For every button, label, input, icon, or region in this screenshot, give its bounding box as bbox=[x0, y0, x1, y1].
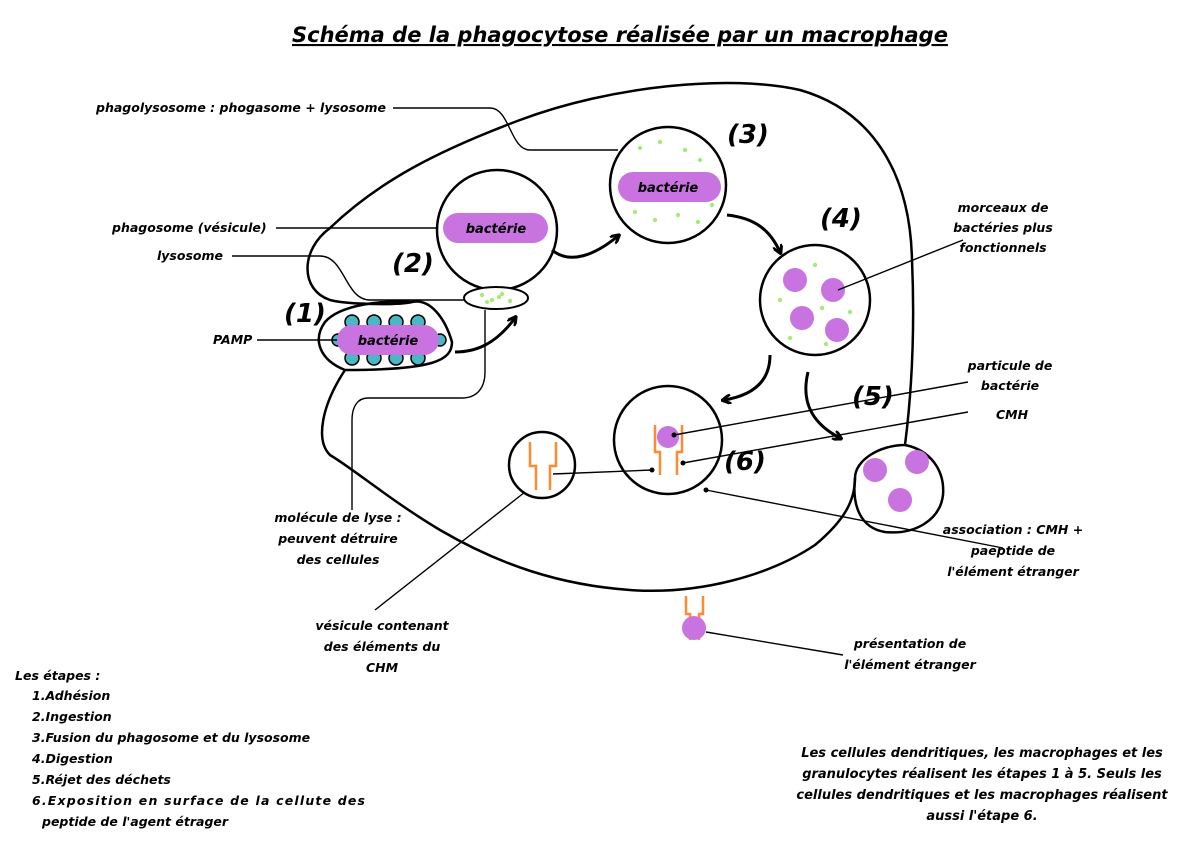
label-association-3: l'élément étranger bbox=[947, 564, 1079, 579]
bacteria-step1 bbox=[337, 325, 439, 355]
phagolysosome-enzymes bbox=[632, 139, 715, 225]
bacteria-fragments bbox=[783, 268, 849, 342]
pointer-vesicle bbox=[374, 491, 526, 611]
pointer-lysosome bbox=[232, 255, 464, 301]
macrophage-membrane bbox=[317, 81, 915, 592]
pointer-fragments bbox=[837, 239, 964, 291]
pointer-lines bbox=[232, 107, 1004, 656]
step-item-3: 3.Fusion du phagosome et du lysosome bbox=[32, 730, 310, 745]
note-line-2: granulocytes réalisent les étapes 1 à 5.… bbox=[802, 767, 1162, 782]
cmh-in-vesicle bbox=[653, 425, 684, 475]
label-vesicle-2: des éléments du bbox=[324, 639, 441, 654]
pointer-particle bbox=[673, 381, 969, 436]
membrane-inner-edge bbox=[306, 226, 413, 306]
label-lysosome: lysosome bbox=[157, 248, 223, 263]
label-association-2: paeptide de bbox=[970, 543, 1055, 558]
step-number-2: (2) bbox=[392, 249, 434, 279]
step-number-1: (1) bbox=[284, 299, 326, 329]
label-particle-2: bactérie bbox=[981, 378, 1039, 393]
pointer-phagolysosome bbox=[393, 107, 618, 151]
label-phagosome: phagosome (vésicule) bbox=[111, 220, 267, 235]
arrow-3-to-4 bbox=[726, 213, 780, 252]
digestion-vesicle bbox=[758, 243, 872, 357]
step-number-3: (3) bbox=[727, 120, 769, 150]
expelled-waste bbox=[863, 450, 929, 512]
label-presentation-1: présentation de bbox=[853, 636, 966, 651]
note-line-4: aussi l'étape 6. bbox=[926, 809, 1037, 824]
digestion-enzymes bbox=[777, 262, 853, 347]
step-number-6: (6) bbox=[724, 447, 766, 477]
lysosome-enzymes bbox=[479, 291, 513, 304]
bacteria-step3-label: bactérie bbox=[638, 181, 699, 196]
note-line-3: cellules dendritiques et les macrophages… bbox=[796, 788, 1168, 803]
pointer-dots bbox=[649, 432, 709, 493]
label-lysis-molecule-3: des cellules bbox=[297, 552, 380, 567]
label-association-1: association : CMH + bbox=[943, 522, 1083, 537]
note-line-1: Les cellules dendritiques, les macrophag… bbox=[801, 746, 1163, 761]
arrow-4-to-5 bbox=[804, 371, 840, 438]
step-item-1: 1.Adhésion bbox=[32, 688, 110, 703]
label-fragments-2: bactéries plus bbox=[953, 220, 1053, 235]
arrow-2-to-3 bbox=[551, 236, 618, 259]
arrow-4-to-6 bbox=[724, 354, 772, 400]
label-particle-1: particule de bbox=[967, 358, 1053, 373]
presented-antigen bbox=[682, 616, 706, 640]
label-presentation-2: l'élément étranger bbox=[844, 657, 976, 672]
steps-list: Les étapes : 1.Adhésion 2.Ingestion 3.Fu… bbox=[15, 668, 365, 829]
bacteria-step1-label: bactérie bbox=[358, 334, 419, 349]
pointer-cmh bbox=[682, 411, 969, 464]
bacteria-step3 bbox=[618, 172, 721, 202]
label-phagolysosome: phagolysosome : phogasome + lysosome bbox=[95, 100, 386, 115]
adhesion-group: bactérie bbox=[331, 314, 447, 366]
pointer-chm-link bbox=[552, 469, 653, 475]
label-pamp: PAMP bbox=[213, 332, 252, 347]
cmh-in-chm-vesicle bbox=[528, 442, 558, 490]
label-vesicle-3: CHM bbox=[366, 660, 399, 675]
label-vesicle-1: vésicule contenant bbox=[315, 618, 449, 633]
bacteria-step2-label: bactérie bbox=[466, 222, 527, 237]
label-lysis-molecule-2: peuvent détruire bbox=[277, 531, 398, 546]
bacteria-particle bbox=[657, 426, 679, 448]
steps-heading: Les étapes : bbox=[15, 668, 100, 683]
waste-pocket bbox=[853, 443, 945, 534]
label-fragments-3: fonctionnels bbox=[959, 240, 1046, 255]
step-item-6: 6.Exposition en surface de la cellute de… bbox=[32, 793, 365, 808]
step-item-4: 4.Digestion bbox=[31, 751, 113, 766]
step-number-5: (5) bbox=[852, 382, 894, 412]
pointer-association bbox=[705, 489, 1004, 549]
label-lysis-molecule-1: molécule de lyse : bbox=[274, 510, 401, 525]
step-item-6-continued: peptide de l'agent étrager bbox=[41, 814, 229, 829]
step-item-5: 5.Réjet des déchets bbox=[32, 772, 171, 787]
bacteria-step2 bbox=[443, 213, 548, 243]
label-cmh: CMH bbox=[996, 407, 1029, 422]
step-number-4: (4) bbox=[820, 204, 862, 234]
label-fragments-1: morceaux de bbox=[958, 200, 1049, 215]
lysosome bbox=[463, 286, 529, 310]
step-item-2: 2.Ingestion bbox=[32, 709, 112, 724]
pointer-presentation bbox=[705, 631, 844, 656]
note-block: Les cellules dendritiques, les macrophag… bbox=[796, 746, 1168, 824]
diagram-title: Schéma de la phagocytose réalisée par un… bbox=[292, 23, 948, 47]
chm-vesicle bbox=[507, 430, 577, 500]
pointer-lysis-molecule bbox=[351, 310, 486, 510]
